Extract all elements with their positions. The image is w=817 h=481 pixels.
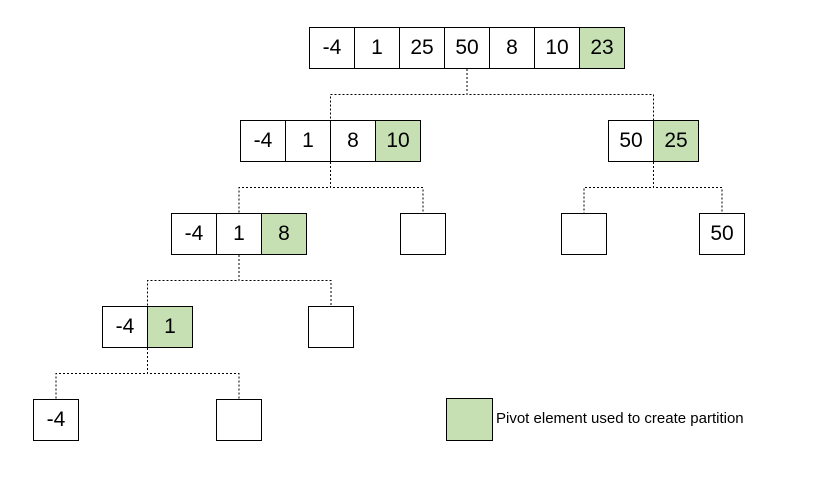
connector-l2-a-to-l3-b [238, 255, 332, 306]
array-cell: -4 [102, 306, 148, 348]
array-cell [561, 213, 607, 255]
array-cell: 1 [216, 213, 262, 255]
partition-array-l2-b [400, 213, 446, 255]
array-cell: 8 [330, 120, 376, 162]
legend-pivot-swatch [446, 398, 493, 441]
array-cell: 10 [534, 27, 580, 69]
array-cell: 25 [399, 27, 445, 69]
legend-label: Pivot element used to create partition [496, 410, 744, 427]
connector-l3-a-to-l4-b [147, 348, 240, 399]
array-cell [308, 306, 354, 348]
array-cell: 50 [444, 27, 490, 69]
array-cell: 50 [699, 213, 745, 255]
pivot-cell: 23 [579, 27, 625, 69]
array-cell: 50 [608, 120, 654, 162]
connector-root-to-l1-right [466, 69, 654, 120]
array-cell [400, 213, 446, 255]
pivot-cell: 8 [261, 213, 307, 255]
array-cell: 1 [354, 27, 400, 69]
connector-root-to-l1-left [330, 69, 468, 120]
array-cell: -4 [171, 213, 217, 255]
array-cell: -4 [309, 27, 355, 69]
connector-l3-a-to-l4-a [55, 348, 148, 399]
pivot-cell: 1 [147, 306, 193, 348]
pivot-cell: 25 [653, 120, 699, 162]
connector-l2-a-to-l3-a [147, 255, 240, 306]
connector-l1-left-to-l2-a [238, 162, 331, 213]
connector-l1-right-to-l2-c [583, 162, 654, 213]
array-cell: 8 [489, 27, 535, 69]
array-cell: -4 [240, 120, 286, 162]
pivot-cell: 10 [375, 120, 421, 162]
array-cell: -4 [33, 399, 79, 441]
partition-array-l3-b [308, 306, 354, 348]
array-cell: 1 [285, 120, 331, 162]
partition-array-l2-d: 50 [699, 213, 745, 255]
array-cell [216, 399, 262, 441]
partition-array-l2-c [561, 213, 607, 255]
partition-array-l4-a: -4 [33, 399, 79, 441]
connector-l1-right-to-l2-d [653, 162, 723, 213]
connector-l1-left-to-l2-b [330, 162, 424, 213]
partition-array-l4-b [216, 399, 262, 441]
